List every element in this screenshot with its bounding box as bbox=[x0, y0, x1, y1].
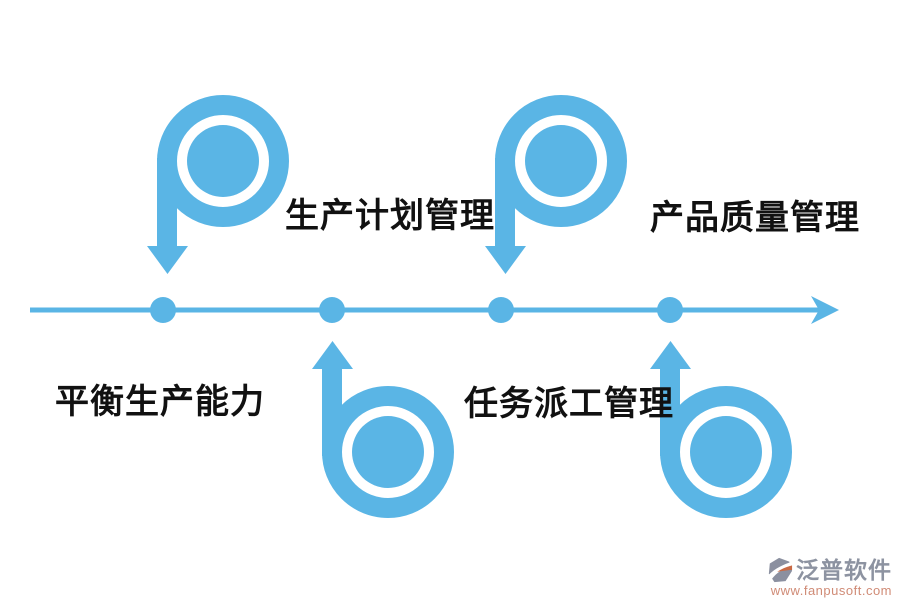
label-balance-production-capacity: 平衡生产能力 bbox=[55, 383, 265, 421]
loop-arrow-down-icon bbox=[147, 95, 289, 274]
watermark-url-text: www.fanpusoft.com bbox=[770, 583, 892, 598]
timeline-arrowhead-icon bbox=[811, 296, 839, 324]
timeline-node bbox=[488, 297, 514, 323]
timeline-node bbox=[150, 297, 176, 323]
timeline-node bbox=[657, 297, 683, 323]
loop-arrow-up-icon bbox=[650, 341, 792, 518]
label-task-dispatch-management: 任务派工管理 bbox=[464, 385, 674, 423]
timeline-node bbox=[319, 297, 345, 323]
label-product-quality-management: 产品质量管理 bbox=[650, 199, 860, 237]
loop-arrow-down-icon bbox=[485, 95, 627, 274]
label-production-plan-management: 生产计划管理 bbox=[285, 197, 495, 235]
loop-arrow-up-icon bbox=[312, 341, 454, 518]
watermark-brand-text: 泛普软件 bbox=[796, 557, 892, 583]
fanpu-logo-icon bbox=[768, 557, 793, 583]
watermark: 泛普软件 www.fanpusoft.com bbox=[732, 557, 892, 598]
